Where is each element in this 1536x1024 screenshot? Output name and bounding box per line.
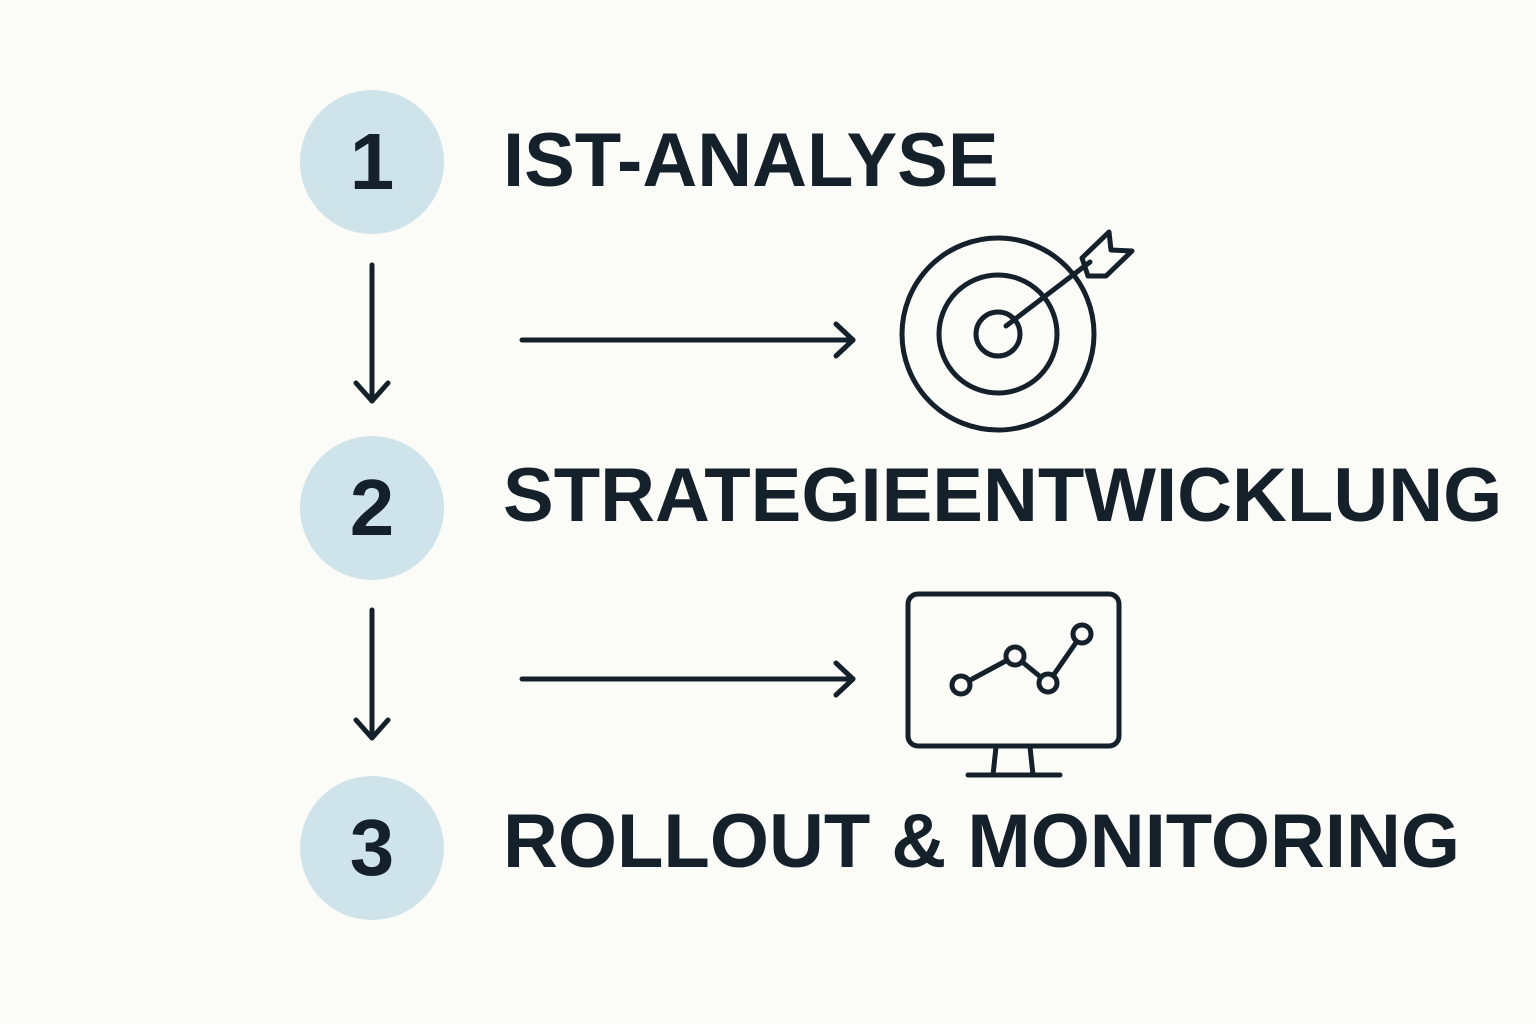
target-with-arrow-icon xyxy=(899,229,1135,433)
step-1-number-circle: 1 xyxy=(300,90,444,234)
step-3-number-circle: 3 xyxy=(300,776,444,920)
step-2-number-circle: 2 xyxy=(300,436,444,580)
step-3-number: 3 xyxy=(349,803,395,892)
monitor-line-chart-icon xyxy=(905,591,1122,778)
step-1-number: 1 xyxy=(349,117,395,206)
down-arrow-1-to-2 xyxy=(353,262,391,404)
right-arrow-to-target xyxy=(519,321,856,359)
step-2-number: 2 xyxy=(349,463,395,552)
step-1-label: IST-ANALYSE xyxy=(503,118,999,203)
right-arrow-to-monitor xyxy=(519,660,856,698)
down-arrow-2-to-3 xyxy=(353,607,391,741)
step-3-label: ROLLOUT & MONITORING xyxy=(503,799,1460,884)
step-2-label: STRATEGIEENTWICKLUNG xyxy=(503,453,1503,538)
